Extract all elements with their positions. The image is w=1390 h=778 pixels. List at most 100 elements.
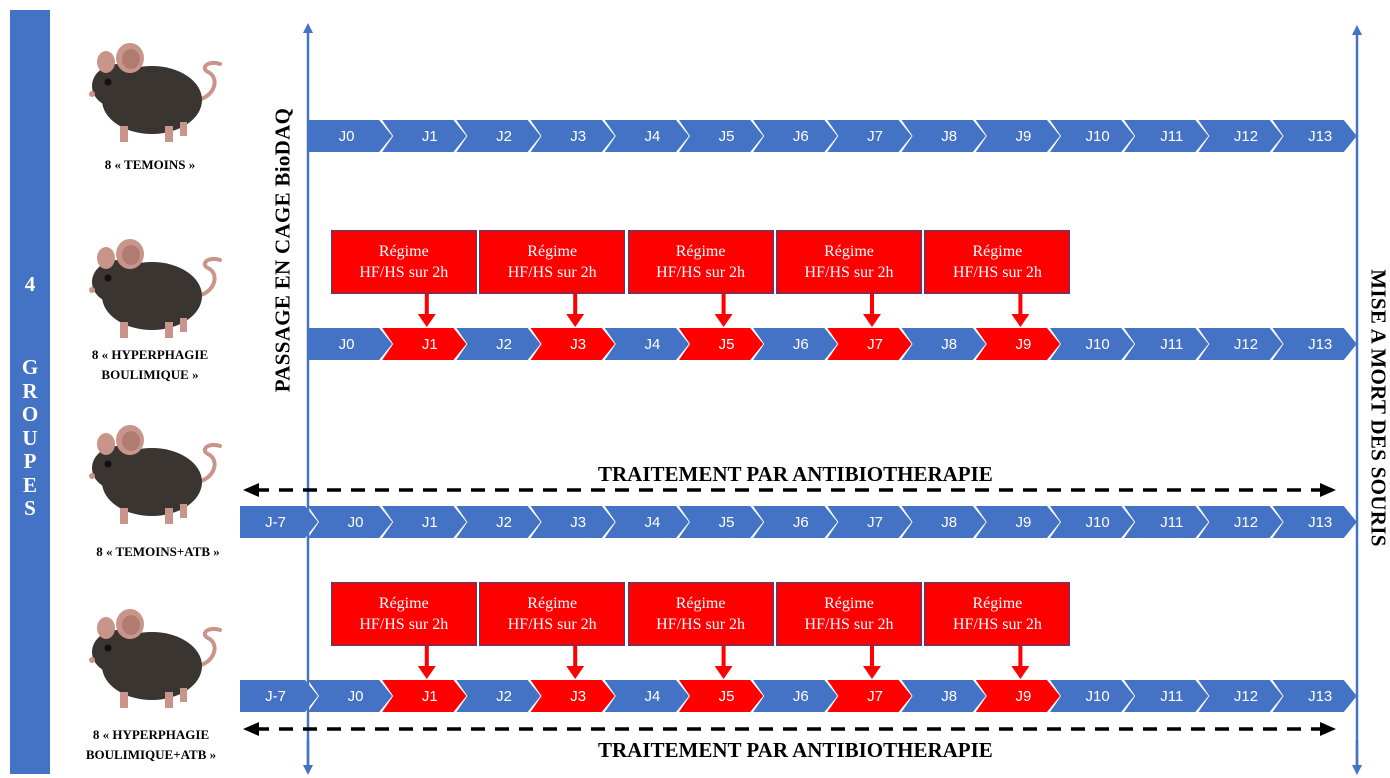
day-chevron	[1272, 120, 1357, 152]
day-chevron	[240, 680, 318, 712]
diet-box-line: HF/HS sur 2h	[952, 264, 1042, 281]
day-chevron	[1272, 506, 1357, 538]
diet-arrow-head	[566, 314, 585, 327]
groups-word-letter: R	[22, 378, 38, 403]
day-label: J10	[1086, 514, 1110, 531]
group-label-line: 8 « HYPERPHAGIE	[91, 347, 209, 362]
day-chevron	[679, 120, 764, 152]
day-chevron	[382, 506, 467, 538]
day-label: J9	[1015, 336, 1031, 353]
diet-box-line: HF/HS sur 2h	[952, 616, 1042, 633]
day-label: J8	[941, 128, 957, 145]
diet-box-line: HF/HS sur 2h	[804, 616, 894, 633]
diet-box-line: HF/HS sur 2h	[359, 264, 449, 281]
diet-arrow-head	[566, 666, 585, 679]
group-label-line: BOULIMIQUE+ATB »	[85, 747, 217, 762]
day-label: J4	[644, 336, 660, 353]
day-chevron	[604, 120, 689, 152]
day-chevron	[308, 120, 393, 152]
day-label: J1	[422, 514, 438, 531]
day-chevron	[901, 328, 986, 360]
diet-box-line: HF/HS sur 2h	[656, 264, 746, 281]
day-chevron	[975, 328, 1060, 360]
day-chevron	[1272, 328, 1357, 360]
day-label: J12	[1234, 336, 1258, 353]
day-chevron	[604, 680, 689, 712]
mouse-icon	[89, 425, 222, 524]
day-chevron	[827, 506, 912, 538]
treatment-arrow-2	[243, 722, 1336, 736]
treatment-label-1: TRAITEMENT PAR ANTIBIOTHERAPIE	[598, 462, 993, 486]
groups-word-letter: P	[23, 449, 37, 473]
day-label: J5	[719, 336, 735, 353]
day-chevron	[901, 120, 986, 152]
day-label: J5	[719, 514, 735, 531]
diet-box-line: Régime	[972, 595, 1023, 612]
day-label: J7	[867, 688, 883, 705]
day-chevron	[975, 680, 1060, 712]
day-label: J5	[719, 128, 735, 145]
day-label: J7	[867, 128, 883, 145]
day-label: J1	[422, 128, 438, 145]
day-label: J-7	[265, 688, 286, 705]
treatment-label-2: TRAITEMENT PAR ANTIBIOTHERAPIE	[598, 738, 993, 762]
treatment-arrow-1	[243, 483, 1336, 497]
day-chevron	[308, 680, 393, 712]
day-chevron	[456, 506, 541, 538]
day-label: J3	[570, 688, 586, 705]
day-chevron	[975, 506, 1060, 538]
day-label: J2	[496, 688, 512, 705]
diet-arrow-head	[417, 314, 436, 327]
day-label: J13	[1308, 688, 1332, 705]
day-label: J10	[1086, 336, 1110, 353]
day-chevron	[1198, 328, 1283, 360]
mouse-drawing	[89, 43, 222, 142]
day-label: J9	[1015, 514, 1031, 531]
diet-arrow-head	[714, 666, 733, 679]
day-chevron	[456, 680, 541, 712]
diet-box-line: Régime	[824, 595, 874, 612]
day-label: J12	[1234, 514, 1258, 531]
mouse-icon	[89, 609, 222, 708]
day-chevron	[1124, 506, 1209, 538]
day-label: J4	[644, 688, 660, 705]
day-label: J9	[1015, 688, 1031, 705]
groups-word-letter: U	[22, 425, 38, 450]
day-chevron	[530, 328, 615, 360]
day-label: J0	[348, 688, 364, 705]
day-label: J2	[496, 128, 512, 145]
start-axis-label: PASSAGE EN CAGE BioDAQ	[270, 107, 295, 393]
day-chevron	[308, 506, 393, 538]
day-chevron	[456, 120, 541, 152]
day-label: J13	[1308, 128, 1332, 145]
diet-box-line: HF/HS sur 2h	[656, 616, 746, 633]
day-chevron	[1272, 680, 1357, 712]
group-label-hyperphagie-atb: 8 « HYPERPHAGIE BOULIMIQUE+ATB »	[56, 725, 246, 765]
diet-arrow-head	[1011, 666, 1030, 679]
day-chevron	[901, 506, 986, 538]
diet-box-line: Régime	[675, 243, 726, 260]
day-chevron	[827, 120, 912, 152]
diet-box-line: HF/HS sur 2h	[804, 264, 894, 281]
day-chevron	[530, 120, 615, 152]
end-axis-label: MISE A MORT DES SOURIS	[1366, 269, 1390, 547]
day-chevron	[604, 328, 689, 360]
day-chevron	[382, 328, 467, 360]
group-label-hyperphagie: 8 « HYPERPHAGIE BOULIMIQUE »	[60, 345, 240, 385]
diet-arrow-head	[863, 314, 881, 327]
day-label: J8	[941, 688, 957, 705]
groups-word-letter: S	[24, 496, 36, 520]
diet-box-line: Régime	[675, 595, 726, 612]
day-label: J8	[941, 336, 957, 353]
group-label-temoins-atb: 8 « TEMOINS+ATB »	[68, 544, 248, 560]
day-chevron	[827, 680, 912, 712]
day-chevron	[1124, 328, 1209, 360]
diet-box-line: Régime	[527, 595, 578, 612]
